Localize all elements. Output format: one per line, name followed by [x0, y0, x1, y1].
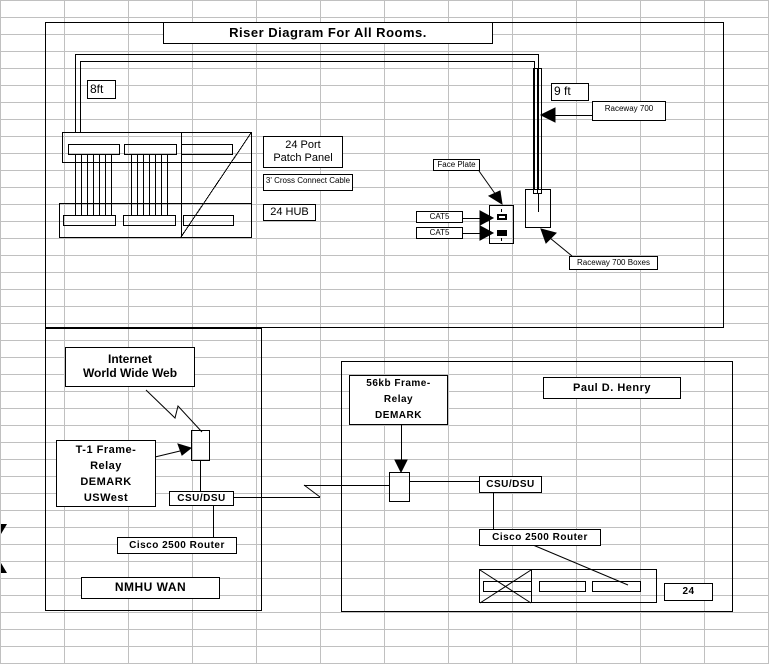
arrow-icon [479, 225, 495, 241]
internet-line-1: Internet [107, 352, 152, 367]
remote-router: Cisco 2500 Router [479, 529, 601, 546]
t1-line-1: T-1 Frame- [75, 443, 137, 456]
wan-router: Cisco 2500 Router [117, 537, 237, 554]
arrow-icon [539, 107, 556, 123]
remote-csu-dsu: CSU/DSU [479, 476, 542, 493]
arrow-icon [487, 190, 503, 205]
nmhu-wan-frame [45, 327, 262, 611]
frame-relay-line-1: 56kb Frame- [366, 378, 431, 389]
frame-relay-line-2: Relay [383, 394, 414, 405]
cat5-label-1: CAT5 [416, 211, 463, 223]
wan-csu-dsu: CSU/DSU [169, 491, 234, 506]
riser-title: Riser Diagram For All Rooms. [163, 22, 493, 44]
length-8ft-label: 8ft [87, 80, 116, 99]
frame-relay-line-3: DEMARK [375, 410, 422, 421]
t1-line-3: DEMARK [80, 475, 132, 488]
face-plate [489, 205, 514, 244]
arrow-icon [394, 459, 408, 474]
remote-switch [479, 569, 657, 603]
frame-relay-demark-label: 56kb Frame- Relay DEMARK [349, 375, 448, 425]
riser-frame [45, 22, 724, 328]
cable-run-outer [75, 54, 539, 190]
remote-hub-box [389, 472, 410, 502]
cross-connect-label: 3' Cross Connect Cable [263, 174, 353, 191]
nmhu-wan-label: NMHU WAN [81, 577, 220, 599]
cable-run-inner [80, 61, 535, 190]
patch-panel-label: 24 Port Patch Panel [263, 136, 343, 168]
raceway-700-label: Raceway 700 [592, 101, 666, 121]
length-9ft-label: 9 ft [551, 83, 589, 101]
hub-count-label: 24 [664, 583, 713, 601]
arrow-icon [540, 228, 557, 244]
cat5-label-2: CAT5 [416, 227, 463, 239]
t1-demark-label: T-1 Frame- Relay DEMARK USWest [56, 440, 156, 507]
site-name-label: Paul D. Henry [543, 377, 681, 399]
internet-label: Internet World Wide Web [65, 347, 195, 387]
t1-line-4: USWest [83, 491, 129, 504]
arrow-icon [479, 210, 495, 226]
internet-link-bolt [145, 389, 203, 433]
cross-connect-wires [75, 155, 168, 215]
clipped-mark [1, 563, 7, 573]
raceway-box [525, 189, 551, 228]
remote-site-frame [341, 361, 733, 612]
internet-line-2: World Wide Web [82, 366, 178, 380]
jack-bottom-icon [497, 230, 507, 236]
clipped-mark [1, 524, 7, 534]
t1-line-2: Relay [90, 459, 122, 472]
raceway-boxes-label: Raceway 700 Boxes [569, 256, 658, 270]
face-plate-label: Face Plate [433, 159, 480, 171]
hub-label: 24 HUB [263, 204, 316, 221]
arrow-icon [177, 443, 193, 456]
